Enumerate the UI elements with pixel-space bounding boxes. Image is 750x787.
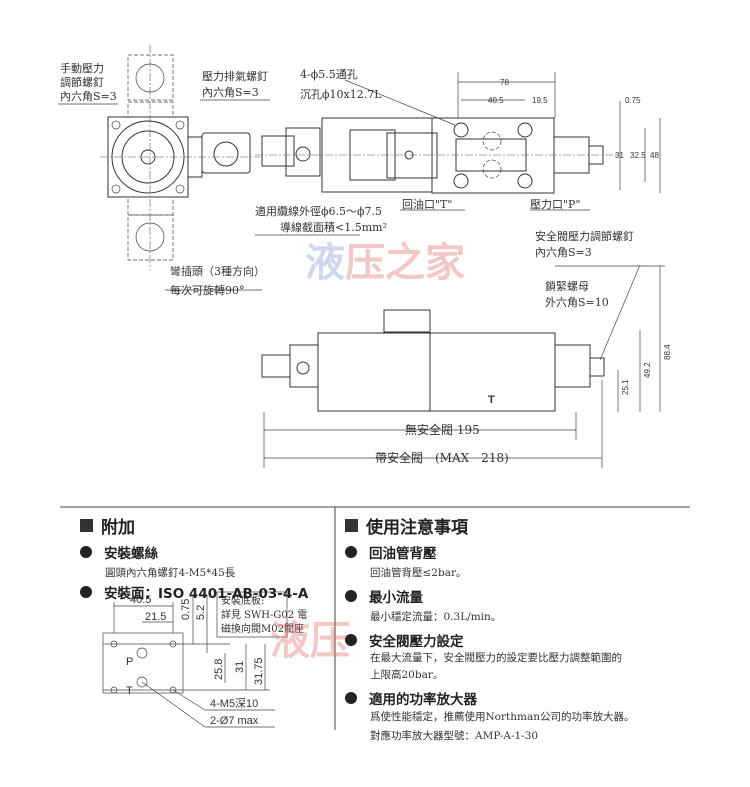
note-title: 最小流量 — [369, 590, 423, 606]
square-bullet-icon — [80, 519, 93, 532]
mount-note-1: 安裝底板: — [221, 594, 264, 607]
bullet-icon — [345, 590, 357, 602]
label-plug-rotate: 每次可旋轉90° — [170, 283, 245, 297]
mount-dim-40-5: 40.5 — [130, 594, 151, 606]
note-title: 適用的功率放大器 — [369, 692, 477, 708]
front-view — [100, 45, 260, 270]
bullet-icon — [80, 586, 92, 598]
label-port-t: 回油口"T" — [402, 197, 452, 211]
mount-thread: 4-M5深10 — [210, 697, 258, 710]
mount-dim-21-5: 21.5 — [145, 611, 166, 623]
item-title: 安裝螺絲 — [104, 546, 158, 562]
notes-title: 使用注意事項 — [366, 518, 468, 538]
item-desc: 圓頭內六角螺釘4-M5*45長 — [105, 567, 236, 579]
top-view — [255, 72, 661, 194]
dim-31: 31 — [615, 151, 624, 160]
label-wire: 導線截面積<1.5mm² — [280, 220, 387, 234]
square-bullet-icon — [345, 519, 358, 532]
accessories-title: 附加 — [101, 518, 135, 538]
dim-88-4: 88.4 — [663, 344, 672, 360]
note-text: 在最大流量下，安全閥壓力的設定要比壓力調整範圍的 — [370, 652, 622, 664]
note-text: 最小穩定流量：0.3L/min。 — [370, 611, 502, 623]
note-text: 回油管背壓≤2bar。 — [370, 567, 467, 579]
label-cable: 適用纜線外徑ϕ6.5～ϕ7.5 — [255, 204, 382, 218]
mount-note-3: 磁換向閥M02閥座 — [221, 622, 304, 635]
bullet-icon — [345, 546, 357, 558]
note-title: 回油管背壓 — [369, 546, 437, 562]
note-title: 安全閥壓力設定 — [369, 634, 464, 650]
dim-25-1: 25.1 — [621, 379, 630, 395]
dim-19-5: 19.5 — [532, 96, 548, 105]
label-relief-screw-2: 內六角S=3 — [535, 246, 592, 259]
mount-port-t: T — [126, 685, 133, 697]
label-plug: 彎插頭（3種方向） — [170, 264, 265, 278]
note-text: 上限高20bar。 — [370, 669, 444, 681]
dim-with-relief: 帶安全閥 (MAX 218) — [375, 450, 509, 465]
notes-section: 使用注意事項 回油管背壓 回油管背壓≤2bar。 最小流量 最小穩定流量：0.3… — [345, 513, 635, 746]
dim-40-5: 40.5 — [488, 96, 504, 105]
mounting-surface-figure — [102, 591, 288, 728]
label-lock-nut-2: 外六角S=10 — [545, 296, 609, 309]
mount-dim-5-2: 5.2 — [195, 605, 207, 620]
label-holes: 4-ϕ5.5通孔 — [300, 68, 358, 81]
label-bleed-screw: 壓力排氣螺釘 — [202, 69, 268, 83]
dim-0-75: 0.75 — [625, 96, 641, 105]
label-manual-screw-2: 調節螺釘 — [60, 75, 104, 89]
mount-dim-31: 31 — [234, 661, 246, 673]
item-title: 安裝面：ISO 4401-AB-03-4-A — [104, 586, 309, 602]
label-manual-screw-3: 內六角S=3 — [60, 90, 117, 103]
note-text: 對應功率放大器型號：AMP-A-1-30 — [370, 730, 539, 742]
label-port-t-side: T — [488, 394, 495, 406]
mount-note-2: 詳見 SWH-G02 電 — [221, 608, 307, 621]
label-bleed-screw-2: 內六角S=3 — [202, 86, 259, 99]
mount-port-p: P — [126, 656, 133, 668]
dim-78: 78 — [500, 78, 509, 87]
dim-no-relief: 無安全閥 195 — [405, 422, 480, 437]
bullet-icon — [80, 546, 92, 558]
mount-port-dia: 2-Ø7 max — [210, 715, 259, 727]
side-view — [261, 264, 665, 468]
label-counterbore: 沉孔ϕ10x12.7L — [300, 88, 382, 101]
note-text: 爲使性能穩定，推薦使用Northman公司的功率放大器。 — [370, 711, 635, 723]
dim-48: 48 — [650, 151, 659, 160]
mount-dim-0-75: 0.75 — [180, 599, 192, 620]
bullet-icon — [345, 634, 357, 646]
mount-dim-25-8: 25.8 — [213, 659, 225, 680]
accessories-section: 附加 安裝螺絲 圓頭內六角螺釘4-M5*45長 安裝面：ISO 4401-AB-… — [80, 513, 308, 602]
dim-49-2: 49.2 — [643, 362, 652, 378]
label-relief-screw: 安全閥壓力調節螺釘 — [535, 229, 634, 243]
bullet-icon — [345, 692, 357, 704]
label-lock-nut: 鎖緊螺母 — [545, 279, 589, 293]
label-port-p: 壓力口"P" — [530, 198, 581, 211]
label-manual-screw: 手動壓力 — [60, 61, 104, 75]
dim-32-5: 32.5 — [630, 151, 646, 160]
mount-dim-31-75: 31.75 — [253, 657, 265, 685]
